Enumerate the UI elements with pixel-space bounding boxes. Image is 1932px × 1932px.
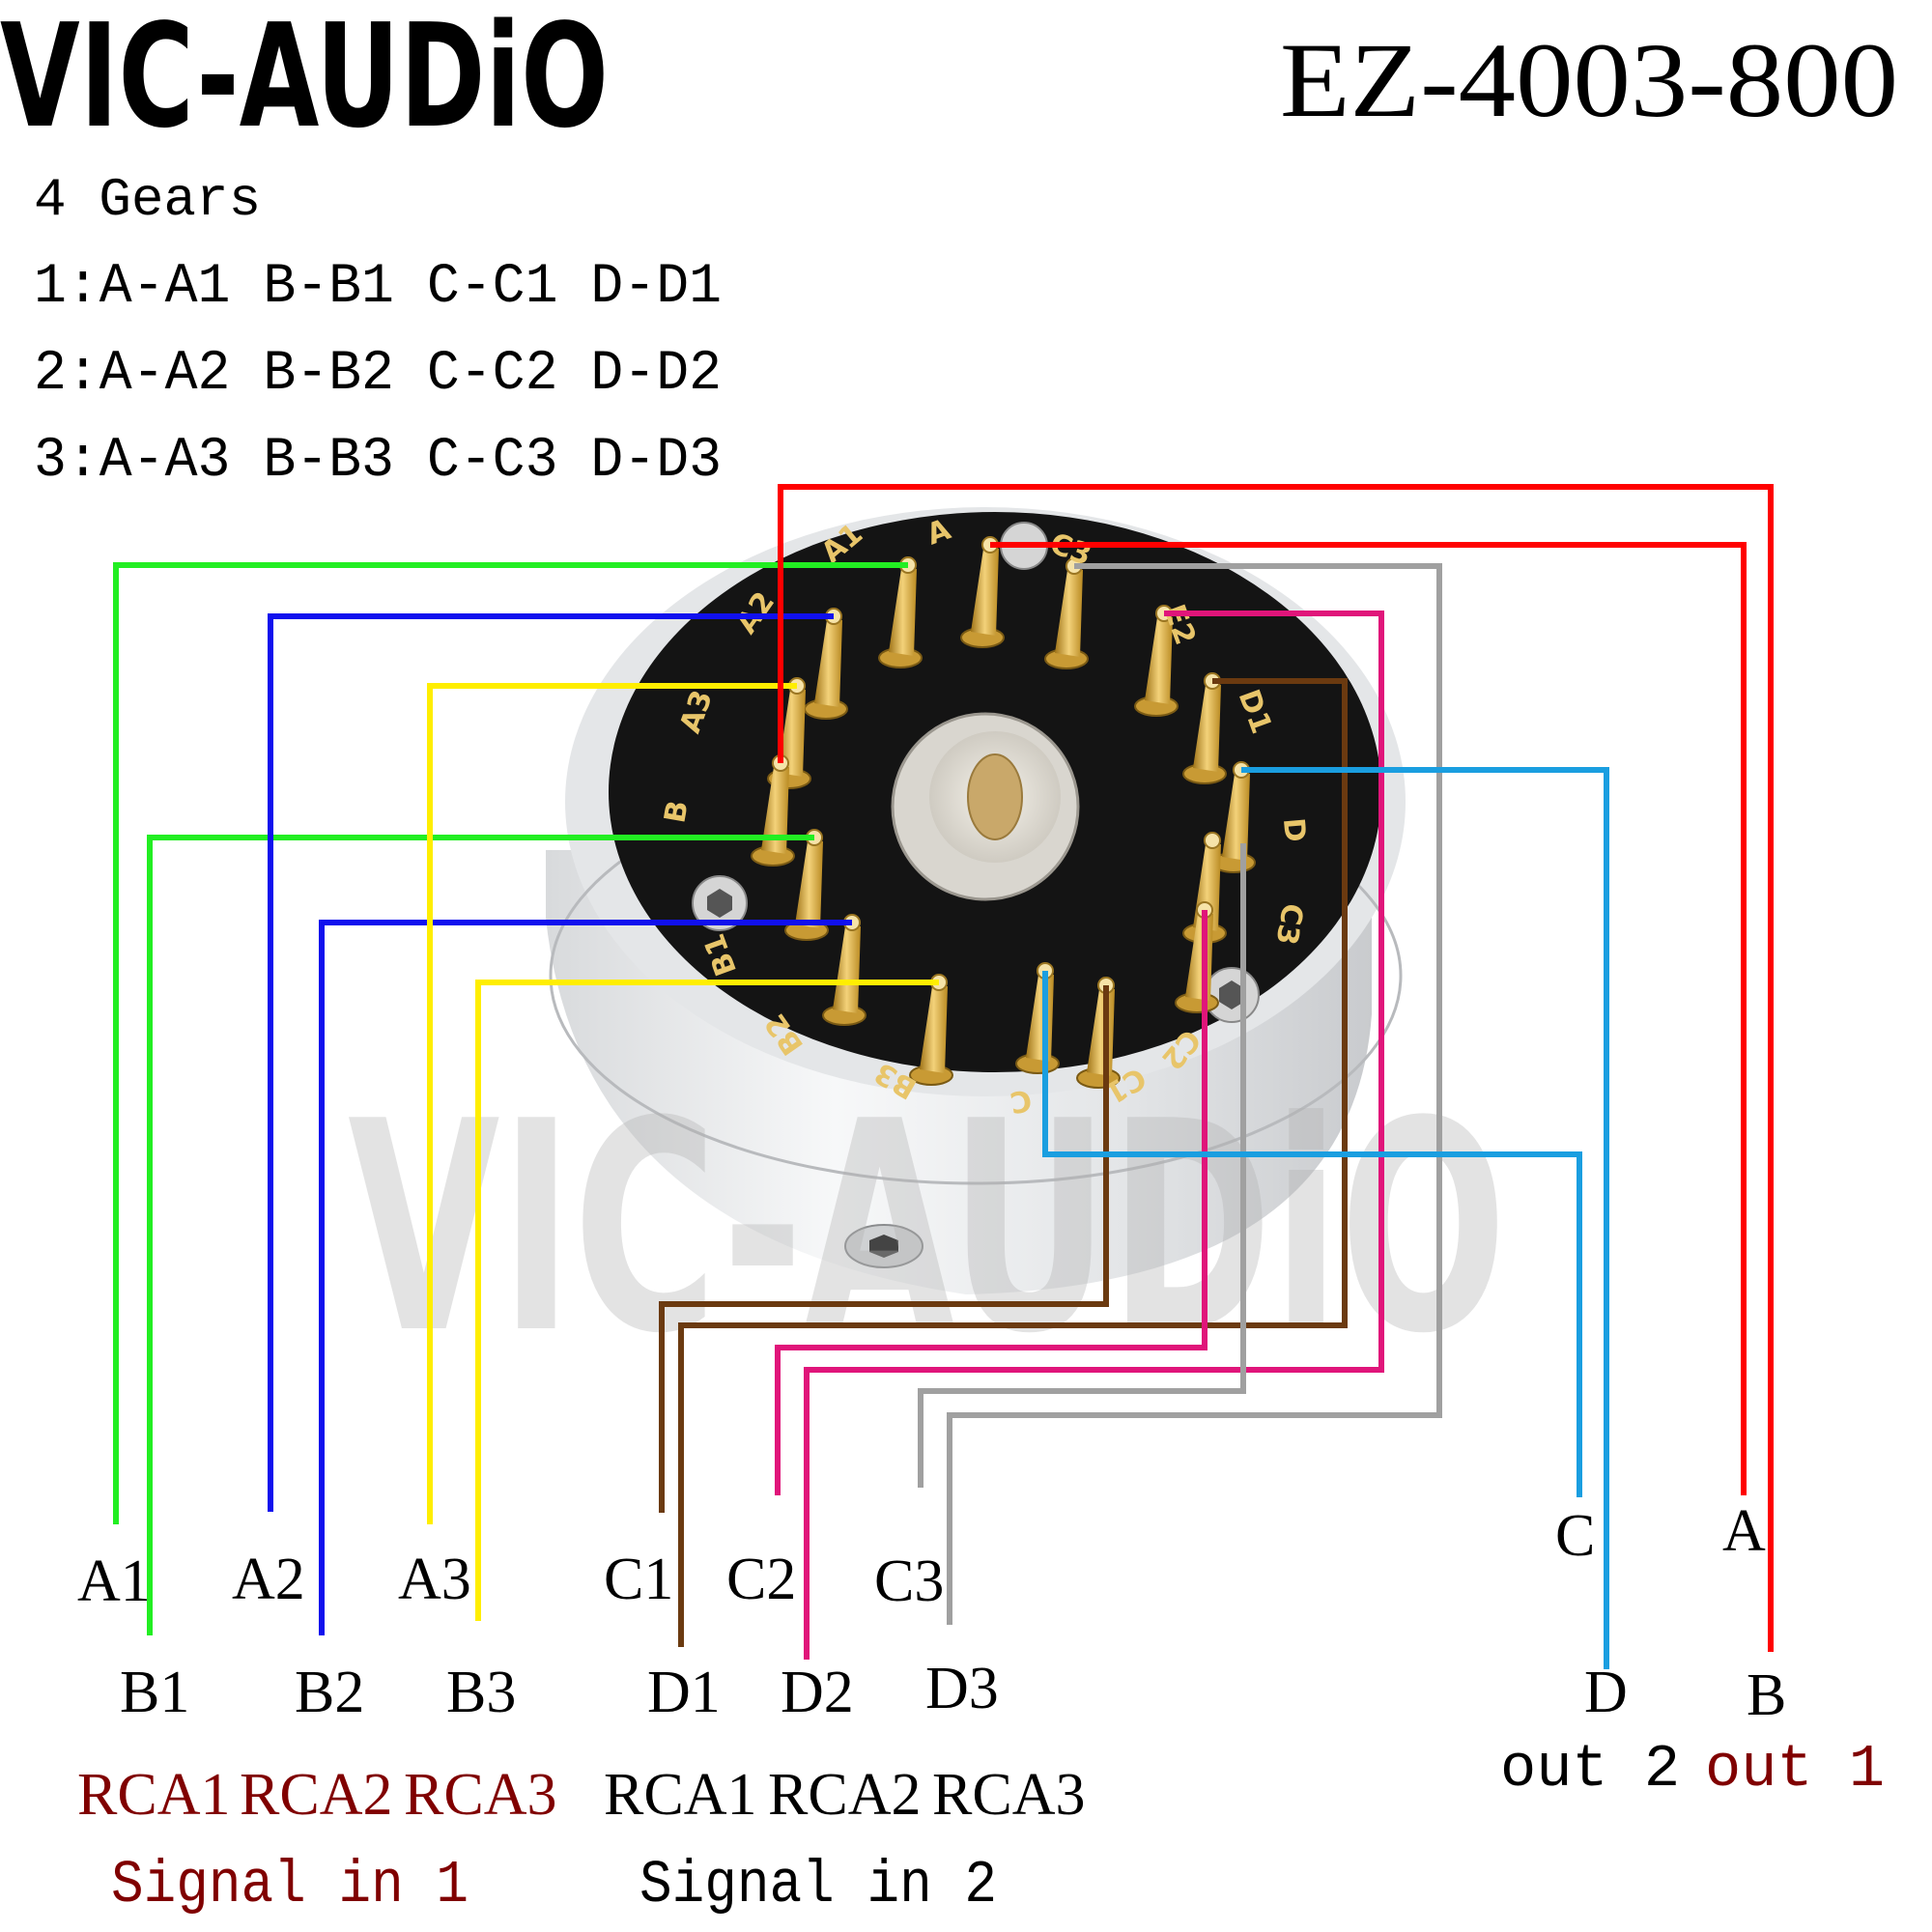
signal-in-1-label: Signal in 1	[111, 1851, 469, 1919]
wire-layer	[113, 484, 1774, 1669]
wire-b1	[147, 835, 814, 1635]
label-a: A	[1722, 1498, 1766, 1564]
gold-pin	[878, 556, 923, 668]
signal-in-2-label: Signal in 2	[639, 1851, 997, 1919]
out-2-label: out 2	[1500, 1735, 1680, 1804]
pin-label: C3	[1268, 900, 1309, 947]
signal-in-1-rca3: RCA3	[404, 1762, 556, 1828]
gear-line-2: 2:A-A2 B-B2 C-C2 D-D2	[34, 343, 722, 406]
mounting-screw-left-icon	[692, 875, 748, 931]
signal-in-1-rca2: RCA2	[240, 1762, 392, 1828]
signal-in-2-rca1: RCA1	[604, 1762, 756, 1828]
wire-d2	[804, 611, 1384, 1660]
label-c1: C1	[604, 1547, 673, 1612]
gold-pin	[822, 914, 867, 1026]
mounting-screw-right-icon	[1204, 967, 1260, 1023]
gears-title: 4 Gears	[34, 169, 261, 231]
brand-logo: VIC-AUDiO	[0, 0, 609, 159]
signal-in-2-rca3: RCA3	[932, 1762, 1085, 1828]
label-c: C	[1555, 1503, 1595, 1569]
model-number: EZ-4003-800	[1280, 21, 1898, 139]
gold-pin	[1044, 557, 1089, 669]
label-b3: B3	[446, 1660, 516, 1725]
wire-c1	[659, 985, 1109, 1513]
terminal-labels: A1 A2 A3 C1 C2 C3 B1 B2 B3 D1 D2 D3 C A …	[77, 1498, 1786, 1728]
gold-pin	[804, 608, 848, 720]
wire-c	[1042, 971, 1582, 1497]
gear-line-1: 1:A-A1 B-B1 C-C1 D-D1	[34, 256, 722, 319]
group-labels: RCA1 RCA2 RCA3 Signal in 1 RCA1 RCA2 RCA…	[77, 1735, 1885, 1919]
wire-d3	[947, 563, 1442, 1625]
wire-d	[1241, 767, 1609, 1669]
wire-a	[990, 542, 1747, 1495]
label-c3: C3	[874, 1548, 944, 1614]
wire-b3	[475, 980, 939, 1621]
label-d: D	[1584, 1660, 1628, 1725]
label-d1: D1	[647, 1660, 721, 1725]
wire-d1	[678, 678, 1348, 1647]
wire-b	[778, 484, 1774, 1652]
shaft-hub	[891, 712, 1080, 901]
label-b: B	[1747, 1662, 1786, 1728]
wire-c2	[775, 910, 1208, 1495]
watermark: VIC-AUDiO	[348, 1060, 1507, 1397]
side-screw-icon	[844, 1224, 923, 1268]
out-1-label: out 1	[1705, 1735, 1885, 1804]
label-a3: A3	[398, 1547, 471, 1612]
label-d2: D2	[781, 1660, 854, 1725]
pin-label: D	[1276, 816, 1312, 843]
label-b1: B1	[120, 1660, 189, 1725]
wire-c3	[918, 843, 1246, 1488]
label-a1: A1	[77, 1548, 151, 1614]
gear-line-3: 3:A-A3 B-B3 C-C3 D-D3	[34, 430, 722, 493]
wire-a1	[113, 562, 908, 1524]
wire-a2	[268, 613, 834, 1512]
label-d3: D3	[925, 1656, 999, 1721]
signal-in-2-rca2: RCA2	[768, 1762, 921, 1828]
signal-in-1-rca1: RCA1	[77, 1762, 230, 1828]
wire-b2	[319, 920, 852, 1635]
wire-a3	[427, 683, 797, 1524]
label-b2: B2	[295, 1660, 364, 1725]
label-a2: A2	[232, 1547, 305, 1612]
label-c2: C2	[726, 1547, 796, 1612]
gold-pin	[751, 754, 795, 867]
gold-pin	[1182, 672, 1227, 784]
